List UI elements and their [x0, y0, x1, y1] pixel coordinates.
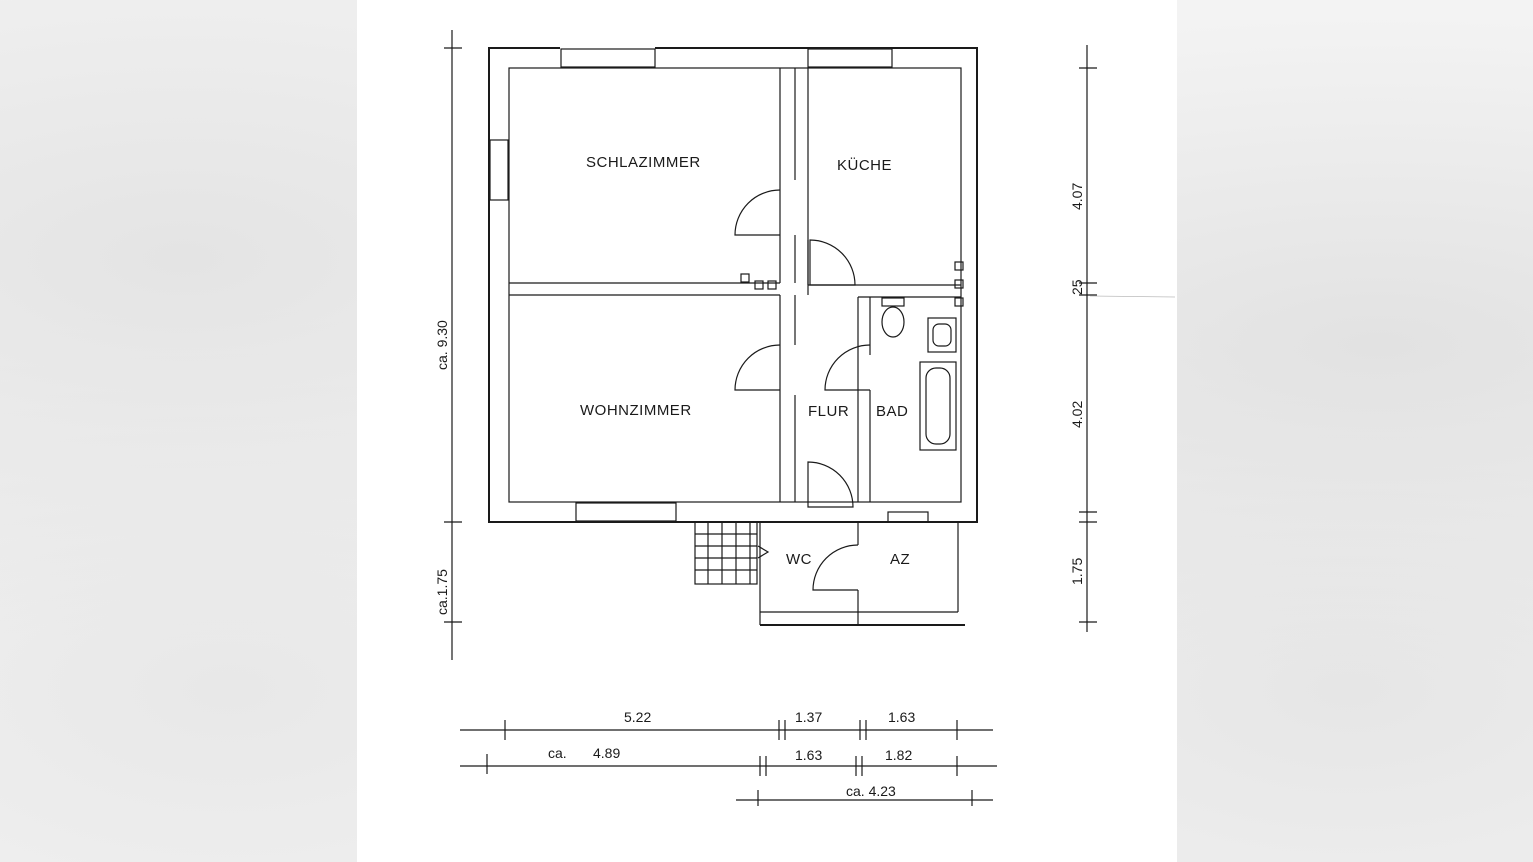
dim-row1-a: 5.22 — [624, 709, 651, 725]
dim-right-lower: 4.02 — [1069, 401, 1085, 428]
room-label-kueche: KÜCHE — [837, 156, 892, 174]
paper-sheet — [357, 0, 1177, 862]
dim-left-total: ca. 9.30 — [434, 320, 450, 370]
right-dimension-line — [1079, 45, 1176, 632]
room-label-schlafzimmer: SCHLAZIMMER — [586, 154, 701, 171]
dim-right-mid: 25 — [1069, 279, 1085, 295]
room-label-bad: BAD — [876, 403, 908, 420]
dim-row2-prefix: ca. — [548, 745, 567, 761]
room-label-az: AZ — [890, 551, 910, 568]
annex-walls — [759, 511, 965, 626]
installation-markers — [740, 261, 964, 307]
dim-right-upper: 4.07 — [1069, 183, 1085, 210]
dim-row2-c: 1.82 — [885, 747, 912, 763]
room-label-wc: WC — [786, 551, 812, 568]
room-label-wohnzimmer: WOHNZIMMER — [580, 402, 692, 419]
room-label-flur: FLUR — [808, 403, 849, 420]
bottom-dimension-row-3 — [736, 790, 993, 806]
bottom-dimension-row-2 — [460, 754, 997, 776]
dim-right-bottom: 1.75 — [1069, 558, 1085, 585]
dim-row2-b: 1.63 — [795, 747, 822, 763]
dim-row1-b: 1.37 — [795, 709, 822, 725]
sink-icon — [927, 317, 957, 353]
dim-left-lower: ca.1.75 — [434, 569, 450, 615]
toilet-icon — [881, 297, 905, 338]
dim-row3: ca. 4.23 — [846, 783, 896, 799]
left-dimension-line — [444, 30, 462, 660]
dim-row2-a: 4.89 — [593, 745, 620, 761]
bottom-dimension-row-1 — [460, 720, 993, 740]
stairs — [694, 521, 770, 585]
dim-row1-c: 1.63 — [888, 709, 915, 725]
bathtub-icon — [919, 361, 957, 451]
outer-walls — [488, 46, 978, 523]
doors — [734, 189, 871, 591]
